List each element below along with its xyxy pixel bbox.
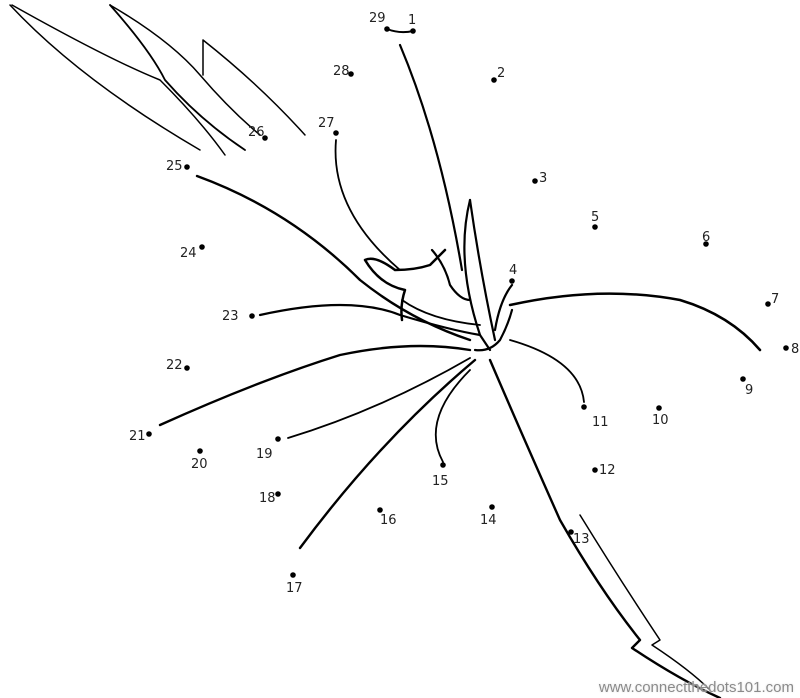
dot-3 — [532, 178, 538, 184]
dot-label-28: 28 — [333, 64, 350, 79]
dot-20 — [197, 448, 203, 454]
dot-label-20: 20 — [191, 457, 208, 472]
dot-4 — [509, 278, 515, 284]
dot-8 — [783, 345, 789, 351]
dot-label-3: 3 — [539, 171, 547, 186]
dot-label-15: 15 — [432, 474, 449, 489]
dot-label-5: 5 — [591, 210, 599, 225]
dot-label-21: 21 — [129, 429, 146, 444]
dot-25 — [184, 164, 190, 170]
dot-label-27: 27 — [318, 116, 335, 131]
dot-label-4: 4 — [509, 263, 517, 278]
dot-label-26: 26 — [248, 125, 265, 140]
dot-label-9: 9 — [745, 383, 753, 398]
dot-label-25: 25 — [166, 159, 183, 174]
dot-label-29: 29 — [369, 11, 386, 26]
dot-label-17: 17 — [286, 581, 303, 596]
dot-1 — [410, 28, 416, 34]
dot-label-19: 19 — [256, 447, 273, 462]
dot-16 — [377, 507, 383, 513]
dot-label-1: 1 — [408, 13, 416, 28]
dot-label-8: 8 — [791, 342, 799, 357]
dot-24 — [199, 244, 205, 250]
dot-11 — [581, 404, 587, 410]
dot-18 — [275, 491, 281, 497]
dot-21 — [146, 431, 152, 437]
dot-28 — [348, 71, 354, 77]
dot-label-6: 6 — [702, 230, 710, 245]
flower-outline — [9, 4, 762, 698]
dot-label-14: 14 — [480, 513, 497, 528]
dot-7 — [765, 301, 771, 307]
dot-23 — [249, 313, 255, 319]
dot-19 — [275, 436, 281, 442]
dot-12 — [592, 467, 598, 473]
dot-label-13: 13 — [573, 532, 590, 547]
numbered-dots: 1234567891011121314151617181920212223242… — [129, 11, 799, 596]
dot-13 — [568, 529, 574, 535]
dot-15 — [440, 462, 446, 468]
dot-10 — [656, 405, 662, 411]
dot-label-10: 10 — [652, 413, 669, 428]
dot-label-12: 12 — [599, 463, 616, 478]
dot-label-18: 18 — [259, 491, 276, 506]
dot-label-23: 23 — [222, 309, 239, 324]
dot-label-22: 22 — [166, 358, 183, 373]
dot-label-2: 2 — [497, 66, 505, 81]
dot-label-24: 24 — [180, 246, 197, 261]
dot-29 — [384, 26, 390, 32]
dot-9 — [740, 376, 746, 382]
dot-2 — [491, 77, 497, 83]
dot-27 — [333, 130, 339, 136]
dot-17 — [290, 572, 296, 578]
dot-label-11: 11 — [592, 415, 609, 430]
dot-6 — [703, 241, 709, 247]
dot-5 — [592, 224, 598, 230]
dot-22 — [184, 365, 190, 371]
dot-label-16: 16 — [380, 513, 397, 528]
dot-26 — [262, 135, 268, 141]
dot-14 — [489, 504, 495, 510]
dot-label-7: 7 — [771, 292, 779, 307]
watermark: www.connectthedots101.com — [598, 679, 794, 696]
